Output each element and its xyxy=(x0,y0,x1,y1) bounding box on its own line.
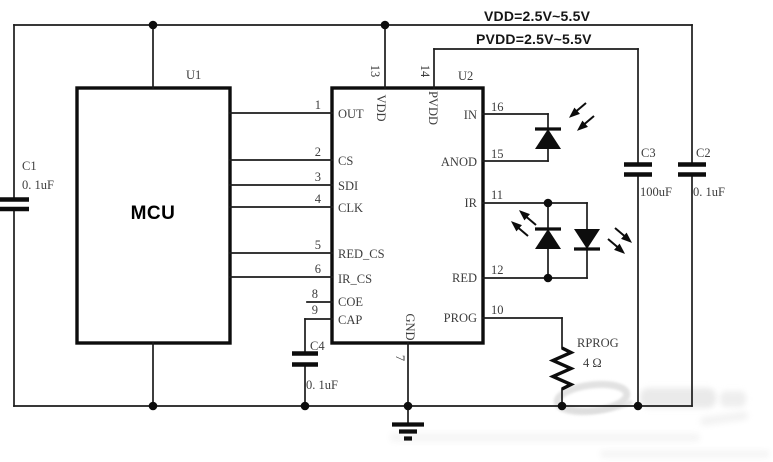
pin-name: COE xyxy=(338,295,363,309)
pin-name: PROG xyxy=(444,311,477,325)
vdd-rail-label: VDD=2.5V~5.5V xyxy=(484,8,591,24)
wires xyxy=(13,24,693,424)
rprog-value: 4 Ω xyxy=(583,356,602,370)
c1-value: 0. 1uF xyxy=(22,178,54,192)
pin-name: ANOD xyxy=(441,155,477,169)
c2-refdes: C2 xyxy=(696,146,711,160)
pin-name: PVDD xyxy=(426,91,440,125)
pin-name: VDD xyxy=(374,94,388,121)
component-labels: C1 0. 1uF C4 0. 1uF C3 100uF C2 0. 1uF R… xyxy=(22,146,725,392)
c4-value: 0. 1uF xyxy=(306,378,338,392)
pin-name: SDI xyxy=(338,179,358,193)
c1-refdes: C1 xyxy=(22,159,37,173)
red-led-symbol xyxy=(574,227,633,254)
rprog-refdes: RPROG xyxy=(577,336,619,350)
ground-symbol xyxy=(392,422,424,441)
pin-number: 5 xyxy=(315,238,321,252)
c3-value: 100uF xyxy=(640,185,672,199)
pin-number: 10 xyxy=(491,303,504,317)
u2-refdes: U2 xyxy=(458,69,473,83)
pin-number: 13 xyxy=(368,65,382,78)
u1-refdes: U1 xyxy=(186,68,201,82)
pin-name: IR_CS xyxy=(338,272,372,286)
pin-number: 1 xyxy=(315,98,321,112)
watermark xyxy=(390,380,770,458)
ir-led-emit-arrows xyxy=(510,210,537,237)
u2-left-pin-numbers: 1 2 3 4 5 6 8 9 xyxy=(312,98,322,317)
ir-led-symbol xyxy=(510,210,561,249)
pin-number: 6 xyxy=(315,262,321,276)
junction-dots xyxy=(148,20,643,411)
pin-number: 12 xyxy=(491,263,504,277)
pin-name: RED_CS xyxy=(338,247,385,261)
ir-led-triangle xyxy=(535,229,561,249)
photodiode-triangle xyxy=(535,129,561,149)
pin-name: GND xyxy=(403,313,417,340)
photodiode-light-arrows xyxy=(568,102,595,131)
pin-number: 8 xyxy=(312,287,318,301)
pin-name: IN xyxy=(464,108,477,122)
c4-refdes: C4 xyxy=(310,339,325,353)
photodiode-symbol xyxy=(535,102,595,149)
u2-chip-body xyxy=(330,86,485,345)
pin-name: OUT xyxy=(338,107,364,121)
pin-number: 9 xyxy=(312,303,318,317)
c3-refdes: C3 xyxy=(641,146,656,160)
pin-number: 14 xyxy=(418,65,432,78)
pin-number: 16 xyxy=(491,100,504,114)
u2-right-pin-names: IN ANOD IR RED PROG xyxy=(441,108,478,325)
mcu-label: MCU xyxy=(131,203,176,224)
pin-number: 4 xyxy=(315,192,322,206)
pin-name: CAP xyxy=(338,313,362,327)
pin-number: 11 xyxy=(491,188,503,202)
capacitor-plates xyxy=(0,162,706,367)
red-led-triangle xyxy=(574,229,600,249)
rprog-resistor-symbol xyxy=(548,346,576,391)
red-led-emit-arrows xyxy=(607,227,633,254)
u2-vertical-pin-texts: 13 VDD 14 PVDD 7 GND xyxy=(368,65,440,361)
pin-number: 3 xyxy=(315,170,321,184)
pin-number: 7 xyxy=(393,355,407,361)
pin-number: 15 xyxy=(491,147,504,161)
c2-value: 0. 1uF xyxy=(693,185,725,199)
pin-number: 2 xyxy=(315,145,321,159)
u2-left-pin-names: OUT CS SDI CLK RED_CS IR_CS COE CAP xyxy=(338,107,385,327)
pvdd-rail-label: PVDD=2.5V~5.5V xyxy=(476,31,592,47)
u2-right-pin-numbers: 16 15 11 12 10 xyxy=(491,100,504,317)
pin-name: RED xyxy=(452,271,477,285)
pin-name: CS xyxy=(338,154,353,168)
pin-name: CLK xyxy=(338,201,363,215)
pin-name: IR xyxy=(465,196,478,210)
